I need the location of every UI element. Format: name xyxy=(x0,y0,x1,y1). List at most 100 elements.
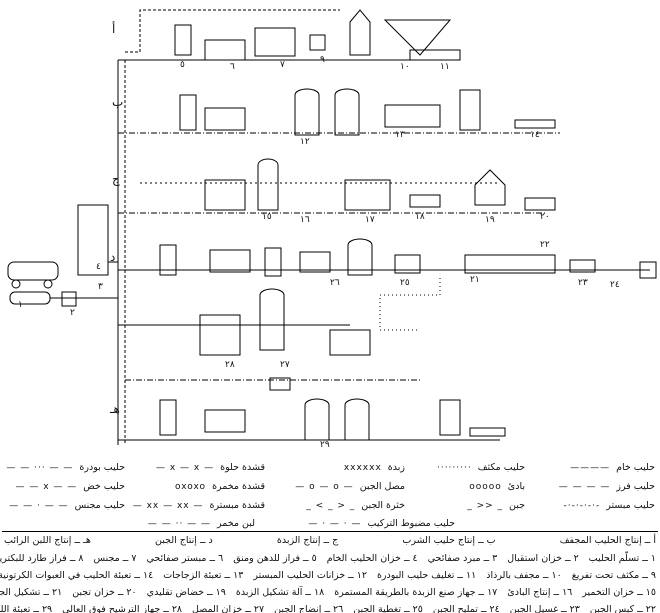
item-key-entry: ١٦ ــ إنتاج البادئ xyxy=(507,587,573,598)
item-key-entry: ٢٩ ــ تعبئة اللبن xyxy=(0,604,53,613)
equipment-number: ١١ xyxy=(440,62,450,72)
legend-item: قشدة مخمرة oxoxo xyxy=(175,481,265,492)
equipment-number: ٢٨ xyxy=(225,360,235,370)
section-captions: أ ــ إنتاج الحليب المجفف ب ــ إنتاج حليب… xyxy=(4,535,656,546)
item-key-row: ١ ــ تسلّم الحليب ٢ ــ خزان استقبال ٣ ــ م… xyxy=(0,553,656,564)
item-key-entry: ١٤ ــ تعبئة الحليب في العبوات الكرتونية xyxy=(0,570,154,581)
legend-label: حليب فرز xyxy=(616,481,655,492)
item-key-entry: ١١ ــ تغليف حليب البودرة xyxy=(376,570,477,581)
legend-item: مصل الجبن — o — o — xyxy=(295,481,405,492)
equipment-number: ٢١ xyxy=(470,275,480,285)
legend-label: قشدة مخمرة xyxy=(212,481,265,492)
equipment-number: ٣ xyxy=(98,282,103,292)
equipment-number: ١٧ xyxy=(365,215,375,225)
equipment-number: ١٦ xyxy=(300,215,310,225)
equipment-number: ٥ xyxy=(180,60,185,70)
legend-label: جبن xyxy=(509,500,525,511)
legend-label: قشدة حلوة xyxy=(220,462,265,473)
caption-b: ب ــ إنتاج حليب الشرب xyxy=(402,535,496,546)
item-key-entry: ٢٠ ــ خزان تجبن xyxy=(72,587,137,598)
equipment-number: ١٥ xyxy=(262,212,272,222)
process-flow-diagram xyxy=(7,9,657,445)
item-key-entry: ٢٣ ــ غسيل الجبن xyxy=(509,604,580,613)
equipment-number: ٦ xyxy=(230,62,235,72)
item-key-entry: ٤ ــ خزان الحليب الخام xyxy=(326,553,418,564)
item-key-entry: ٢٨ ــ جهاز الترشيح فوق العالي xyxy=(62,604,183,613)
item-key-entry: ١٩ ــ خضاض تقليدي xyxy=(146,587,226,598)
legend-label: حليب مجنس xyxy=(74,500,125,511)
row-c xyxy=(118,158,556,214)
legend-line-sample: — o — o — xyxy=(295,481,354,492)
reception-tank xyxy=(9,291,51,305)
equipment-number: ١٣ xyxy=(395,130,405,140)
legend-item: قشدة مبسترة— xx — xx — xyxy=(133,500,265,511)
caption-e: هـ ــ إنتاج اللبن الرائب xyxy=(4,535,91,546)
equipment-number: ٢٩ xyxy=(320,440,330,450)
legend-label: لبن مخمر xyxy=(217,518,255,529)
legend-item: حليب خام———— xyxy=(570,462,655,473)
section-letter-d: د xyxy=(110,250,116,264)
legend-item: حليب فرز— — — — xyxy=(559,481,655,492)
equipment-number: ٢٣ xyxy=(578,278,588,288)
legend-line-sample: — — ··· — — xyxy=(6,462,74,473)
caption-c: ج ــ إنتاج الزبدة xyxy=(276,535,339,546)
legend-item: حليب مبستر-·-·-·-·- xyxy=(564,500,655,511)
section-letter-b: ب xyxy=(112,95,124,109)
equipment-number: ٢٥ xyxy=(400,278,410,288)
plate-cooler xyxy=(61,291,77,307)
item-key-entry: ٨ ــ فراز طارد للبكتريا xyxy=(0,553,84,564)
legend-line-sample: -·-·-·-·- xyxy=(563,500,601,511)
legend-label: حليب مضبوط التركيب xyxy=(367,518,456,529)
legend-label: زبدة xyxy=(387,462,405,473)
legend-line-sample: — — x — — xyxy=(15,481,78,492)
legend-label: بادئ xyxy=(507,481,525,492)
legend-line-sample: — — ·· — — xyxy=(147,518,212,529)
legend-line-sample: ooooo xyxy=(469,481,502,492)
item-key-entry: ٢١ ــ تشكيل الجبن xyxy=(0,587,63,598)
item-key-entry: ١ ــ تسلّم الحليب xyxy=(588,553,656,564)
legend-line-sample: — x — x — xyxy=(155,462,215,473)
item-key-entry: ٢ ــ خزان استقبال xyxy=(507,553,579,564)
item-key-entry: ٢٥ ــ تغطية الجبن xyxy=(353,604,423,613)
legend-item: لبن مخمر — — ·· — — xyxy=(148,518,255,529)
legend-line-sample: — — · — — xyxy=(9,500,69,511)
equipment-number: ٢٠ xyxy=(540,212,550,222)
legend-line-sample: — · — · — xyxy=(308,518,362,529)
legend-label: حليب مكثف xyxy=(477,462,525,473)
item-key-entry: ٥ ــ فراز للدهن ومنق xyxy=(233,553,317,564)
equipment-number: ١٤ xyxy=(530,130,540,140)
legend-line-sample: _ >> _ xyxy=(467,500,504,511)
legend-line-sample: _ < _ > _ xyxy=(306,500,356,511)
legend-label: مصل الجبن xyxy=(359,481,405,492)
legend-line-sample: oxoxo xyxy=(174,481,207,492)
divider xyxy=(2,531,658,532)
row-b xyxy=(118,88,560,136)
section-letter-c: ج xyxy=(112,172,120,186)
item-key-entry: ٢٢ ــ كبس الجبن xyxy=(589,604,656,613)
legend-item: قشدة حلوة — x — x — xyxy=(156,462,265,473)
equipment-number: ١٩ xyxy=(485,215,495,225)
row-e xyxy=(118,288,371,356)
legend-item: بادئ ooooo xyxy=(469,481,525,492)
item-key-entry: ١٣ ــ تعبئة الزجاجات xyxy=(163,570,244,581)
legend-label: حليب خض xyxy=(83,481,125,492)
legend-item: حليب مجنس — — · — — xyxy=(9,500,125,511)
legend-item: حليب بودرة — — ··· — — xyxy=(6,462,125,473)
legend-line-sample: ———— xyxy=(570,462,611,473)
legend-label: خثرة الجبن xyxy=(361,500,405,511)
legend-label: حليب بودرة xyxy=(79,462,125,473)
equipment-number: ٢٧ xyxy=(280,360,290,370)
row-a xyxy=(118,9,461,61)
item-key-entry: ٣ ــ مبرد صفائحي xyxy=(427,553,498,564)
section-letter-a: أ xyxy=(112,22,116,36)
item-key-entry: ١٥ ــ خزان التخمير xyxy=(582,587,656,598)
item-key-entry: ٩ ــ مكثف تحت تفريغ xyxy=(571,570,656,581)
equipment-number: ٢٢ xyxy=(540,240,550,250)
equipment-number: ٩ xyxy=(320,55,325,65)
caption-d: د ــ إنتاج الجبن xyxy=(154,535,213,546)
raw-milk-tank xyxy=(77,204,109,276)
